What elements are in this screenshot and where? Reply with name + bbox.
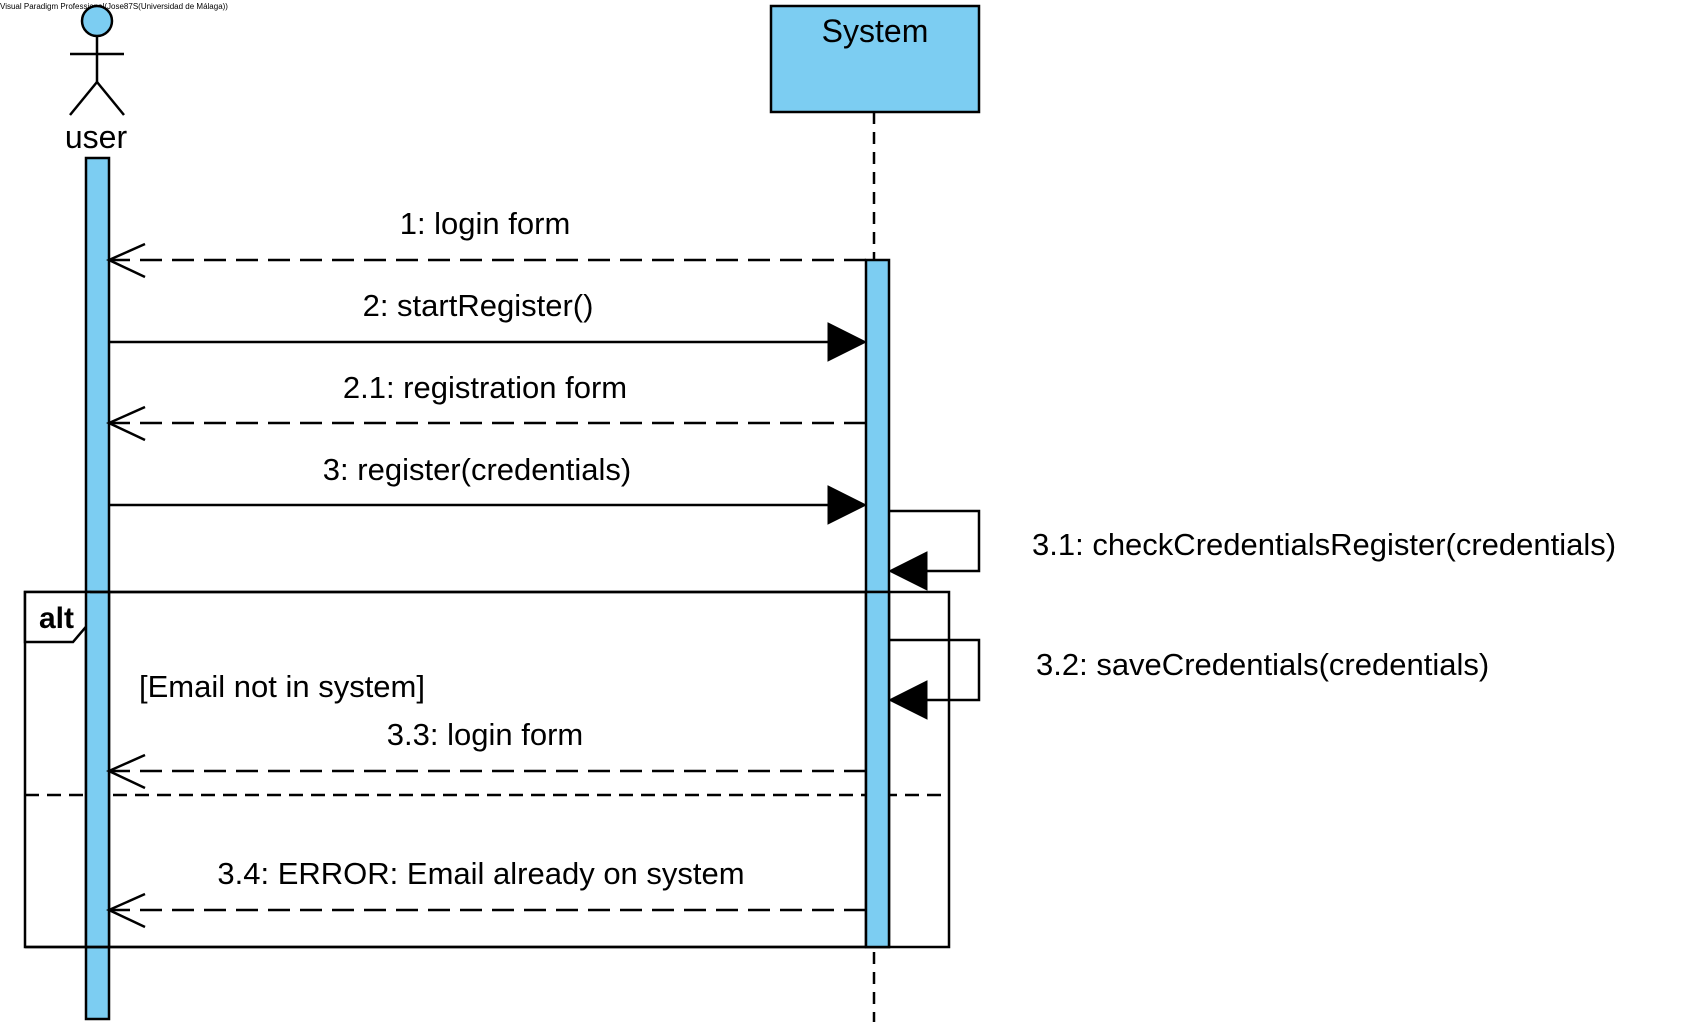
activation-bar-user-overlay: [84, 590, 111, 949]
open-arrowhead-icon: [105, 892, 146, 929]
participant-label-system: System: [822, 13, 929, 49]
message-label: 3.2: saveCredentials(credentials): [1036, 647, 1489, 682]
activation-bar-system-overlay: [864, 590, 891, 949]
fragment-tag-box: [23, 590, 92, 644]
actor-stick-figure-icon: [69, 4, 125, 116]
message-2[interactable]: 2: startRegister(): [109, 288, 868, 362]
message-label: 2.1: registration form: [343, 370, 627, 405]
message-label: 2: startRegister(): [363, 288, 594, 323]
message-label: 3.1: checkCredentialsRegister(credential…: [1032, 527, 1616, 562]
message-3-1-self-call[interactable]: 3.1: checkCredentialsRegister(credential…: [887, 509, 1616, 591]
message-label: 3.4: ERROR: Email already on system: [217, 856, 744, 891]
message-3[interactable]: 3: register(credentials): [109, 452, 868, 525]
message-3-3[interactable]: 3.3: login form: [105, 717, 866, 790]
open-arrowhead-icon: [105, 405, 146, 442]
participant-user[interactable]: user: [65, 4, 128, 155]
open-arrowhead-icon: [105, 753, 146, 790]
message-label: 1: login form: [400, 206, 571, 241]
message-3-4[interactable]: 3.4: ERROR: Email already on system: [105, 856, 866, 929]
message-1[interactable]: 1: login form: [105, 206, 866, 279]
watermark-text: Visual Paradigm Professional(Jose87S(Uni…: [0, 2, 228, 11]
fragment-frame: [23, 590, 951, 949]
guard-condition: [Email not in system]: [139, 669, 425, 704]
message-3-2-self-call[interactable]: 3.2: saveCredentials(credentials): [887, 638, 1489, 720]
participant-box-system: [769, 4, 981, 114]
fragment-operator: alt: [39, 602, 74, 635]
participant-system[interactable]: System: [769, 4, 981, 114]
open-arrowhead-icon: [105, 242, 146, 279]
filled-arrowhead-icon: [887, 680, 928, 720]
message-label: 3.3: login form: [387, 717, 583, 752]
filled-arrowhead-icon: [887, 551, 928, 591]
alt-fragment[interactable]: alt [Email not in system]: [23, 590, 951, 949]
message-label: 3: register(credentials): [323, 452, 631, 487]
message-2-1[interactable]: 2.1: registration form: [105, 370, 866, 442]
participant-label-user: user: [65, 119, 128, 155]
filled-arrowhead-icon: [827, 485, 868, 525]
filled-arrowhead-icon: [827, 322, 868, 362]
